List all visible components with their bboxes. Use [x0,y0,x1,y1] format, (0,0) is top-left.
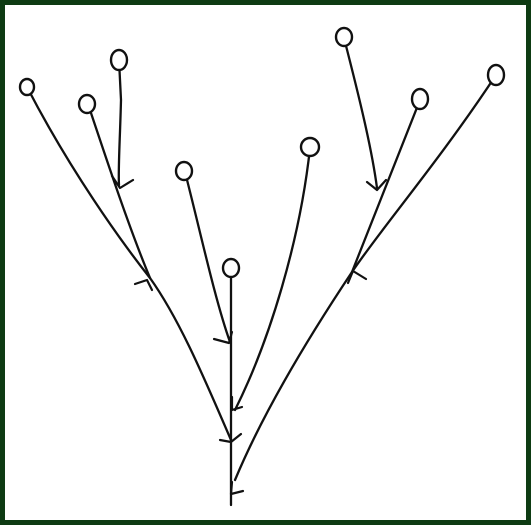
leaf-node-circle [79,95,95,113]
arrow-left-junction [135,280,152,290]
leaf-node-circle [488,65,504,85]
leaf-node-circle [336,28,352,46]
leaf-node-circle [301,138,319,156]
branch-mid-right [235,148,310,410]
branch-far-left [27,87,231,440]
branch-right-2 [352,100,420,272]
leaf-node-circle [176,162,192,180]
branch-left-3 [119,60,121,185]
leaf-node-circle [412,89,428,109]
branch-right-3 [344,38,377,188]
leaf-node-circle [111,50,127,70]
leaf-node-circle [20,79,34,95]
arrow-base [231,482,243,494]
leaf-node-circle [223,259,239,277]
branch-mid-left [185,172,230,342]
